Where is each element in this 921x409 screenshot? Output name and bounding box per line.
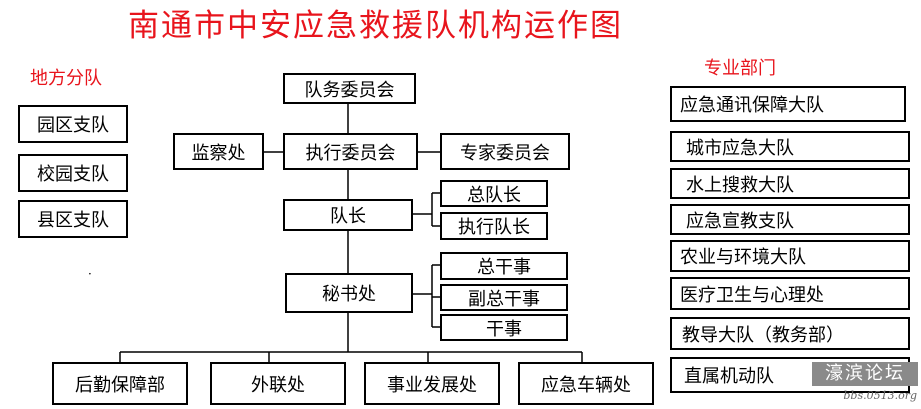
professional-unit-box: 医疗卫生与心理处 [670,277,910,310]
professional-unit-box: 城市应急大队 [670,131,910,162]
department-box: 应急车辆处 [518,362,654,405]
professional-unit-box: 应急通讯保障大队 [670,86,906,122]
expert-committee-box: 专家委员会 [440,133,570,170]
professional-unit-box: 应急宣教支队 [670,204,910,235]
professional-unit-box: 农业与环境大队 [670,240,910,272]
executive-committee-box: 执行委员会 [283,133,418,170]
department-box: 事业发展处 [364,362,500,405]
diagram-title: 南通市中安应急救援队机构运作图 [128,8,623,44]
department-box: 后勤保障部 [52,362,188,405]
local-unit-box: 校园支队 [18,154,128,192]
officer-box: 干事 [440,314,568,341]
professional-departments-label: 专业部门 [704,58,776,79]
stray-mark: · [88,267,92,281]
supervision-box: 监察处 [173,133,264,170]
forum-watermark-logo: 濠滨论坛 [812,362,918,386]
chief-captain-box: 总队长 [440,180,548,207]
forum-watermark-url: bbs.0513.org [843,389,917,402]
local-units-label: 地方分队 [30,68,102,89]
professional-unit-box: 教导大队（教务部） [670,317,910,350]
local-unit-box: 县区支队 [18,200,128,238]
captain-box: 队长 [283,199,413,231]
committee-box: 队务委员会 [283,73,416,104]
professional-unit-box: 水上搜救大队 [670,168,910,199]
deputy-chief-officer-box: 副总干事 [440,284,568,311]
executive-captain-box: 执行队长 [440,212,548,240]
department-box: 外联处 [210,362,346,405]
chief-officer-box: 总干事 [440,252,568,280]
secretariat-box: 秘书处 [285,273,413,313]
local-unit-box: 园区支队 [18,105,128,143]
